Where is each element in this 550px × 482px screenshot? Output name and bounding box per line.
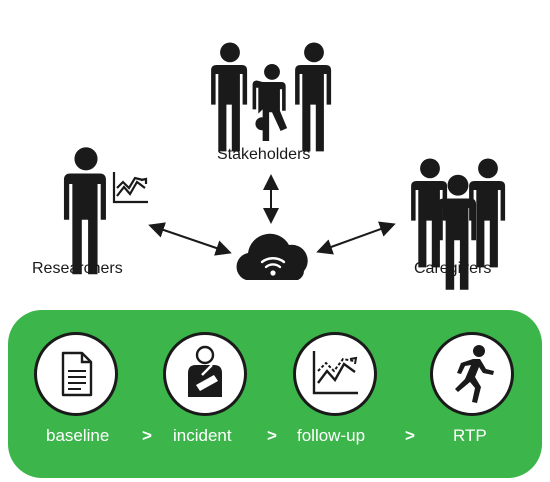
step-incident-circle [163, 332, 247, 416]
arrow-caregivers-hub [316, 221, 396, 255]
caregivers-label: Caregivers [414, 260, 492, 277]
stakeholders-icon [211, 42, 332, 152]
runner-icon [455, 345, 494, 403]
stakeholders-label: Stakeholders [217, 146, 311, 163]
step-separator: > [405, 426, 415, 445]
injured-person-icon [188, 345, 222, 397]
step-follow-up-circle [293, 332, 377, 416]
step-follow-up-label: follow-up [297, 426, 366, 445]
arrow-researchers-hub [148, 222, 232, 256]
researchers-label: Researchers [32, 260, 123, 277]
cloud-wifi-icon [236, 233, 308, 280]
step-separator: > [142, 426, 152, 445]
researcher-chart-icon [112, 172, 148, 204]
trend-chart-icon [312, 351, 358, 395]
step-separator: > [267, 426, 277, 445]
step-rtp-circle [430, 332, 514, 416]
step-incident-label: incident [173, 426, 232, 445]
step-baseline-label: baseline [46, 426, 110, 445]
timeline-panel: baseline > incident > follow-up > RTP [8, 310, 542, 478]
step-baseline-circle [34, 332, 118, 416]
step-rtp-label: RTP [453, 426, 487, 445]
document-icon [61, 351, 93, 397]
researcher-icon [63, 147, 106, 275]
